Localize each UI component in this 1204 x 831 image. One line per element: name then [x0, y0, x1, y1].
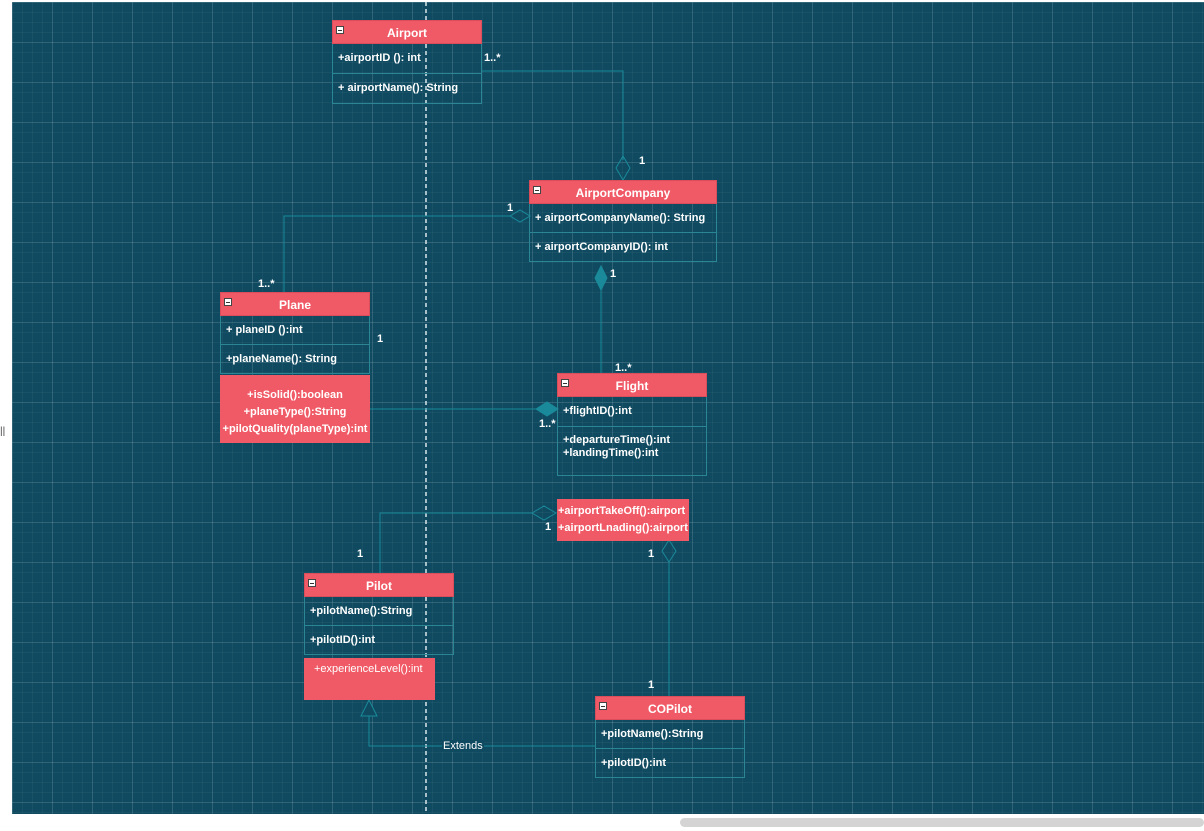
note-line: +airportTakeOff():airport [558, 505, 686, 517]
attributes-section: +airportID (): int [332, 44, 482, 74]
class-name: Plane [278, 298, 311, 312]
class-name: AirportCompany [575, 186, 671, 200]
copilot-flight-aggregation[interactable] [661, 539, 677, 696]
attribute: + planeID ():int [226, 324, 303, 336]
pilot-operations-note[interactable]: +experienceLevel():int [304, 658, 435, 700]
class-airport[interactable]: Airport +airportID (): int + airportName… [332, 20, 482, 104]
company-flight-composition[interactable] [594, 264, 608, 373]
methods-section: + airportCompanyID(): int [529, 233, 717, 262]
class-pilot[interactable]: Pilot +pilotName():String +pilotID():int [304, 573, 454, 655]
collapse-icon[interactable] [336, 26, 344, 34]
class-name: Flight [615, 379, 649, 393]
method: + airportCompanyID(): int [535, 241, 668, 253]
method: +pilotID():int [601, 757, 667, 769]
class-header[interactable]: Airport [332, 20, 482, 44]
attributes-section: +pilotName():String [304, 597, 454, 626]
pilot-flight-aggregation[interactable] [379, 505, 557, 575]
class-header[interactable]: AirportCompany [529, 180, 717, 204]
class-copilot[interactable]: COPilot +pilotName():String +pilotID():i… [595, 696, 745, 778]
methods-section: +pilotID():int [595, 749, 745, 778]
multiplicity-label: 1 [648, 548, 655, 560]
method: +landingTime():int [563, 447, 659, 459]
attributes-section: + airportCompanyName(): String [529, 204, 717, 233]
class-name: Airport [387, 26, 427, 40]
multiplicity-label: 1..* [539, 418, 556, 430]
attributes-section: +flightID():int [557, 397, 707, 427]
methods-section: +departureTime():int +landingTime():int [557, 427, 707, 476]
method: + airportName(): String [338, 82, 459, 94]
note-line: +pilotQuality(planeType):int [222, 423, 368, 435]
multiplicity-label: 1 [357, 548, 364, 560]
collapse-icon[interactable] [308, 579, 316, 587]
collapse-icon[interactable] [533, 186, 541, 194]
multiplicity-label: 1 [377, 333, 384, 345]
class-airport-company[interactable]: AirportCompany + airportCompanyName(): S… [529, 180, 717, 262]
attribute: +pilotName():String [601, 728, 704, 740]
collapse-icon[interactable] [599, 702, 607, 710]
note-line: +planeType():String [243, 406, 347, 418]
attribute: +pilotName():String [310, 605, 413, 617]
attributes-section: +pilotName():String [595, 720, 745, 749]
class-header[interactable]: COPilot [595, 696, 745, 720]
multiplicity-label: 1 [507, 202, 514, 214]
methods-section: +pilotID():int [304, 626, 454, 655]
class-header[interactable]: Flight [557, 373, 707, 397]
attributes-section: + planeID ():int [220, 316, 370, 345]
attribute: +flightID():int [563, 405, 632, 417]
multiplicity-label: 1 [545, 521, 552, 533]
note-line: +isSolid():boolean [247, 389, 343, 401]
plane-operations-note[interactable]: +isSolid():boolean +planeType():String +… [220, 375, 370, 443]
diagram-canvas[interactable]: Airport +airportID (): int + airportName… [12, 2, 1204, 814]
multiplicity-label: 1..* [484, 52, 501, 64]
attribute: + airportCompanyName(): String [535, 212, 706, 224]
class-flight[interactable]: Flight +flightID():int +departureTime():… [557, 373, 707, 476]
class-header[interactable]: Plane [220, 292, 370, 316]
method: +pilotID():int [310, 634, 376, 646]
class-header[interactable]: Pilot [304, 573, 454, 597]
multiplicity-label: 1 [648, 679, 655, 691]
flight-operations-note[interactable]: +airportTakeOff():airport +airportLnadin… [557, 499, 689, 541]
method: +planeName(): String [226, 353, 337, 365]
collapse-icon[interactable] [224, 298, 232, 306]
class-name: Pilot [366, 579, 392, 593]
horizontal-scrollbar-thumb[interactable] [680, 818, 1204, 827]
multiplicity-label: 1 [610, 268, 617, 280]
class-plane[interactable]: Plane + planeID ():int +planeName(): Str… [220, 292, 370, 374]
left-edge-marker: || [0, 426, 6, 437]
copilot-extends-pilot[interactable] [360, 698, 595, 747]
collapse-icon[interactable] [561, 379, 569, 387]
note-line: +experienceLevel():int [314, 663, 423, 675]
connectors-layer [283, 2, 677, 814]
methods-section: + airportName(): String [332, 74, 482, 104]
multiplicity-label: 1..* [258, 278, 275, 290]
extends-label: Extends [442, 740, 484, 752]
class-name: COPilot [648, 702, 692, 716]
airport-company-aggregation[interactable] [482, 70, 631, 181]
method: +departureTime():int [563, 434, 671, 446]
methods-section: +planeName(): String [220, 345, 370, 374]
plane-company-aggregation[interactable] [283, 209, 531, 292]
multiplicity-label: 1 [639, 155, 646, 167]
plane-flight-composition[interactable] [369, 401, 559, 417]
note-line: +airportLnading():airport [558, 522, 688, 534]
multiplicity-label: 1..* [615, 362, 632, 374]
attribute: +airportID (): int [338, 52, 421, 64]
